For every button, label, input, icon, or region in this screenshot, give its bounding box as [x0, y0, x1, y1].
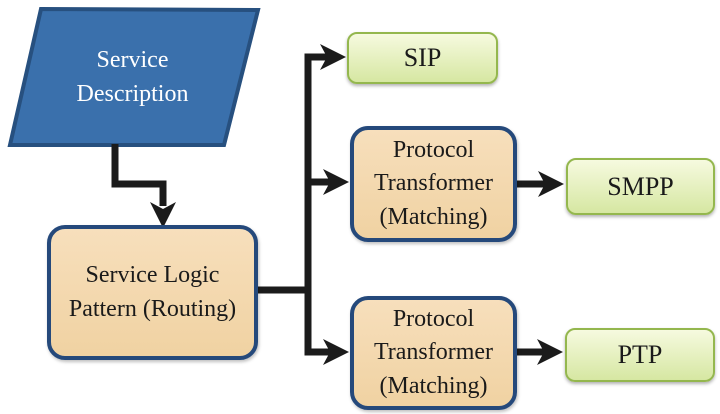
- node-ptp-label: PTP: [617, 340, 663, 370]
- node-smpp-label: SMPP: [607, 171, 674, 201]
- arrowhead-to-ptp-icon: [537, 339, 563, 365]
- edge-description-to-logic: [111, 144, 167, 206]
- node-protocol-transformer-2-label: Protocol Transformer (Matching): [373, 306, 494, 399]
- arrowhead-to-transformer2-icon: [323, 339, 349, 365]
- arrowhead-down-icon: [150, 202, 176, 228]
- arrowhead-to-transformer1-icon: [323, 169, 349, 195]
- node-service-logic-pattern: Service Logic Pattern (Routing): [47, 225, 258, 360]
- arrowhead-to-smpp-icon: [538, 171, 564, 197]
- node-sip: SIP: [347, 32, 498, 84]
- node-sip-label: SIP: [403, 43, 442, 73]
- node-service-description: Service Description: [45, 38, 220, 118]
- node-service-logic-pattern-label: Service Logic Pattern (Routing): [68, 262, 237, 322]
- node-protocol-transformer-1-label: Protocol Transformer (Matching): [373, 137, 494, 230]
- node-service-description-label: Service Description: [76, 47, 189, 107]
- service-description-shape: [7, 6, 261, 147]
- edge-trunk: [304, 53, 332, 356]
- node-protocol-transformer-2: Protocol Transformer (Matching): [350, 296, 517, 410]
- node-protocol-transformer-1: Protocol Transformer (Matching): [350, 126, 517, 242]
- arrowhead-to-sip-icon: [320, 44, 346, 70]
- node-ptp: PTP: [565, 328, 715, 382]
- node-smpp: SMPP: [566, 158, 715, 215]
